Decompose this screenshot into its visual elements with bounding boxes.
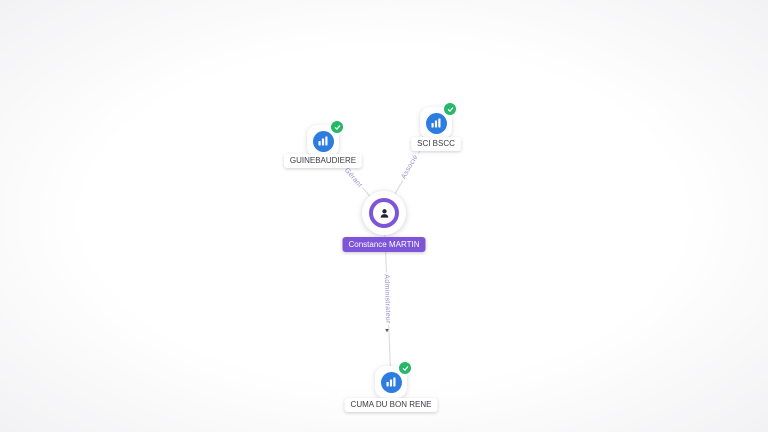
verified-check-icon — [399, 362, 411, 374]
person-ring — [369, 198, 399, 228]
company-icon[interactable] — [420, 103, 456, 139]
bar-chart-icon — [380, 371, 402, 393]
bar-chart-icon — [425, 112, 447, 134]
verified-check-icon — [444, 103, 456, 115]
company-label[interactable]: SCI BSCC — [411, 137, 461, 151]
person-icon[interactable] — [362, 191, 406, 235]
bar-chart-icon — [312, 130, 334, 152]
person-label[interactable]: Constance MARTIN — [342, 237, 426, 252]
company-icon[interactable] — [307, 121, 343, 157]
edge-arrow-icon: ▾ — [385, 327, 389, 335]
verified-check-icon — [331, 121, 343, 133]
company-icon[interactable] — [375, 362, 411, 398]
company-label[interactable]: CUMA DU BON RENE — [344, 398, 438, 412]
company-label[interactable]: GUINEBAUDIERE — [283, 154, 363, 168]
